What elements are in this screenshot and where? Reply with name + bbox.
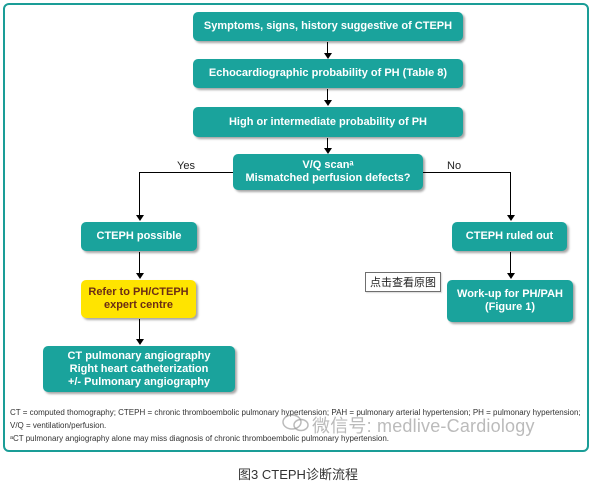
arrow-to-ct — [136, 339, 144, 345]
node-refer-expert-centre: Refer to PH/CTEPH expert centre — [81, 280, 196, 318]
connector-no-vertical — [510, 172, 511, 216]
node-symptoms: Symptoms, signs, history suggestive of C… — [193, 12, 463, 41]
branch-label-no: No — [447, 160, 462, 172]
vq-line-1: V/Q scanᵃ — [302, 159, 354, 171]
figure-caption: 图3 CTEPH诊断流程 — [238, 467, 358, 482]
footnote-vq: V/Q = ventilation/perfusion. — [10, 421, 107, 430]
arrow-to-cteph-possible — [136, 215, 144, 221]
node-ct-angiography: CT pulmonary angiography Right heart cat… — [43, 346, 235, 392]
ct-line-3: +/- Pulmonary angiography — [67, 375, 211, 388]
connector-yes-horizontal — [139, 172, 233, 173]
arrow-to-refer — [136, 273, 144, 279]
node-echo: Echocardiographic probability of PH (Tab… — [193, 59, 463, 88]
connector-possible-refer — [139, 252, 140, 274]
node-cteph-ruled-out: CTEPH ruled out — [452, 222, 567, 251]
connector-probability-vq — [327, 138, 328, 149]
refer-line-1: Refer to PH/CTEPH — [88, 286, 189, 298]
vq-line-2: Mismatched perfusion defects? — [245, 172, 411, 184]
connector-ruled-out-workup — [510, 252, 511, 274]
branch-label-yes: Yes — [177, 160, 195, 172]
workup-line-1: Work-up for PH/PAH — [457, 288, 563, 300]
view-original-tooltip[interactable]: 点击查看原图 — [365, 272, 441, 292]
arrow-to-vq — [324, 148, 332, 154]
node-workup-ph-pah: Work-up for PH/PAH (Figure 1) — [447, 280, 573, 322]
connector-refer-ct — [139, 319, 140, 340]
connector-echo-probability — [327, 89, 328, 101]
workup-line-2: (Figure 1) — [484, 301, 536, 313]
refer-line-2: expert centre — [103, 299, 174, 311]
ct-line-2: Right heart catheterization — [69, 362, 209, 375]
arrow-to-workup — [507, 273, 515, 279]
node-vq-scan: V/Q scanᵃ Mismatched perfusion defects? — [233, 154, 423, 190]
node-probability: High or intermediate probability of PH — [193, 107, 463, 137]
connector-yes-vertical — [139, 172, 140, 216]
node-cteph-possible: CTEPH possible — [81, 222, 197, 251]
footnote-abbreviations: CT = computed thomography; CTEPH = chron… — [10, 408, 581, 417]
arrow-to-probability — [324, 100, 332, 106]
arrow-to-cteph-ruled-out — [507, 215, 515, 221]
connector-no-horizontal — [423, 172, 510, 173]
watermark-text: 微信号: medlive-Cardiology — [312, 416, 535, 436]
connector-symptoms-echo — [327, 42, 328, 54]
ct-line-1: CT pulmonary angiography — [67, 349, 211, 362]
arrow-to-echo — [324, 53, 332, 59]
wechat-icon — [282, 414, 309, 432]
footnote-ct-note: ᵃCT pulmonary angiography alone may miss… — [10, 434, 390, 443]
